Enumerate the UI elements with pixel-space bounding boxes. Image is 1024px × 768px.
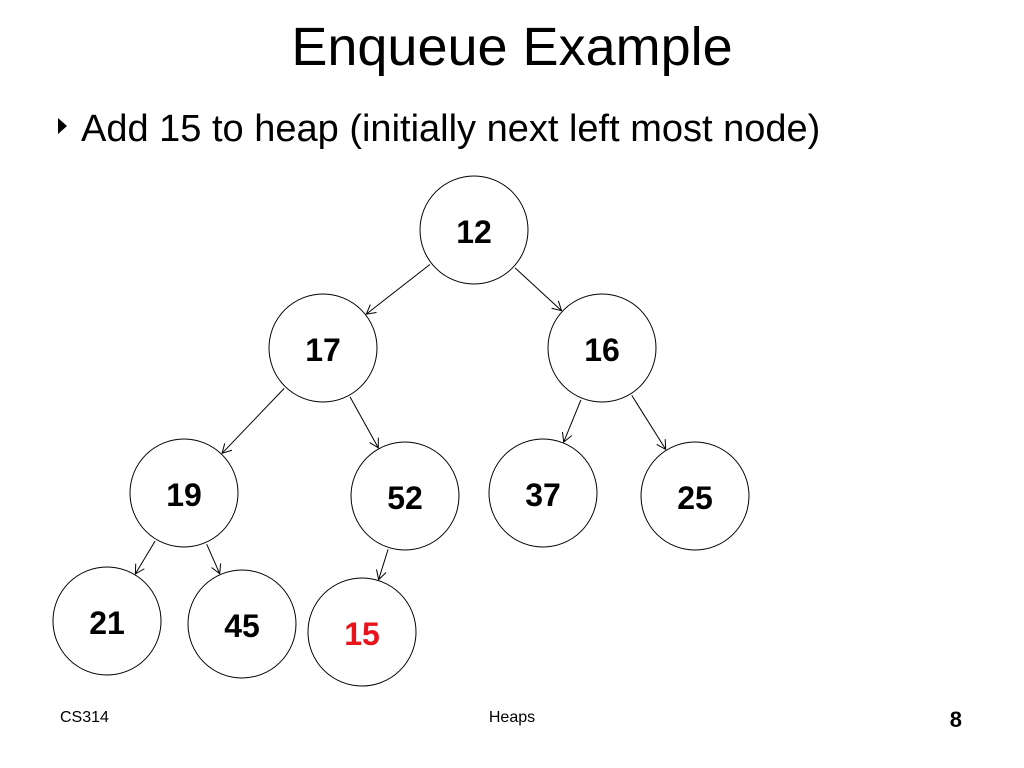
footer-course: CS314 [60,709,109,726]
heap-node-value: 37 [525,477,561,513]
heap-node-circle [187,569,297,679]
edge-n12-n17 [365,264,431,315]
heap-node-value: 52 [387,480,423,516]
heap-node-circle [350,441,460,551]
heap-node-15: 15 [307,577,417,687]
heap-node-value: 45 [224,608,260,644]
heap-node-17: 17 [268,293,378,403]
heap-node-value: 25 [677,480,713,516]
bullet-point: Add 15 to heap (initially next left most… [58,104,820,154]
heap-node-value: 19 [166,477,202,513]
heap-node-52: 52 [350,441,460,551]
heap-node-value: 17 [305,332,341,368]
heap-node-value: 15 [344,616,380,652]
edge-n12-n16 [514,267,563,312]
heap-node-value: 16 [584,332,620,368]
heap-node-circle [640,441,750,551]
edge-n17-n52 [349,396,379,449]
heap-node-37: 37 [488,438,598,548]
edge-n16-n37 [561,399,582,444]
footer-page-number: 8 [949,707,962,732]
slide-title: Enqueue Example [291,17,733,77]
heap-node-circle [52,566,162,676]
bullet-text: Add 15 to heap (initially next left most… [81,108,821,150]
heap-node-45: 45 [187,569,297,679]
heap-node-circle [129,438,239,548]
heap-node-circle [307,577,417,687]
edge-n17-n19 [221,388,285,455]
tree-nodes: 12 17 16 19 52 37 25 21 45 15 [52,175,750,687]
edge-n16-n25 [631,395,667,451]
heap-node-circle [488,438,598,548]
heap-node-12: 12 [419,175,529,285]
heap-node-circle [268,293,378,403]
heap-node-25: 25 [640,441,750,551]
edge-n19-n21 [134,540,156,575]
heap-node-16: 16 [547,293,657,403]
footer-topic: Heaps [488,709,536,726]
heap-node-21: 21 [52,566,162,676]
edge-n19-n45 [206,543,222,575]
heap-node-circle [419,175,529,285]
heap-node-value: 21 [89,605,125,641]
heap-node-19: 19 [129,438,239,548]
tree-edges [134,264,667,581]
heap-node-circle [547,293,657,403]
heap-node-value: 12 [456,214,492,250]
bullet-triangle-icon [58,118,67,134]
edge-n52-n15 [376,549,389,581]
